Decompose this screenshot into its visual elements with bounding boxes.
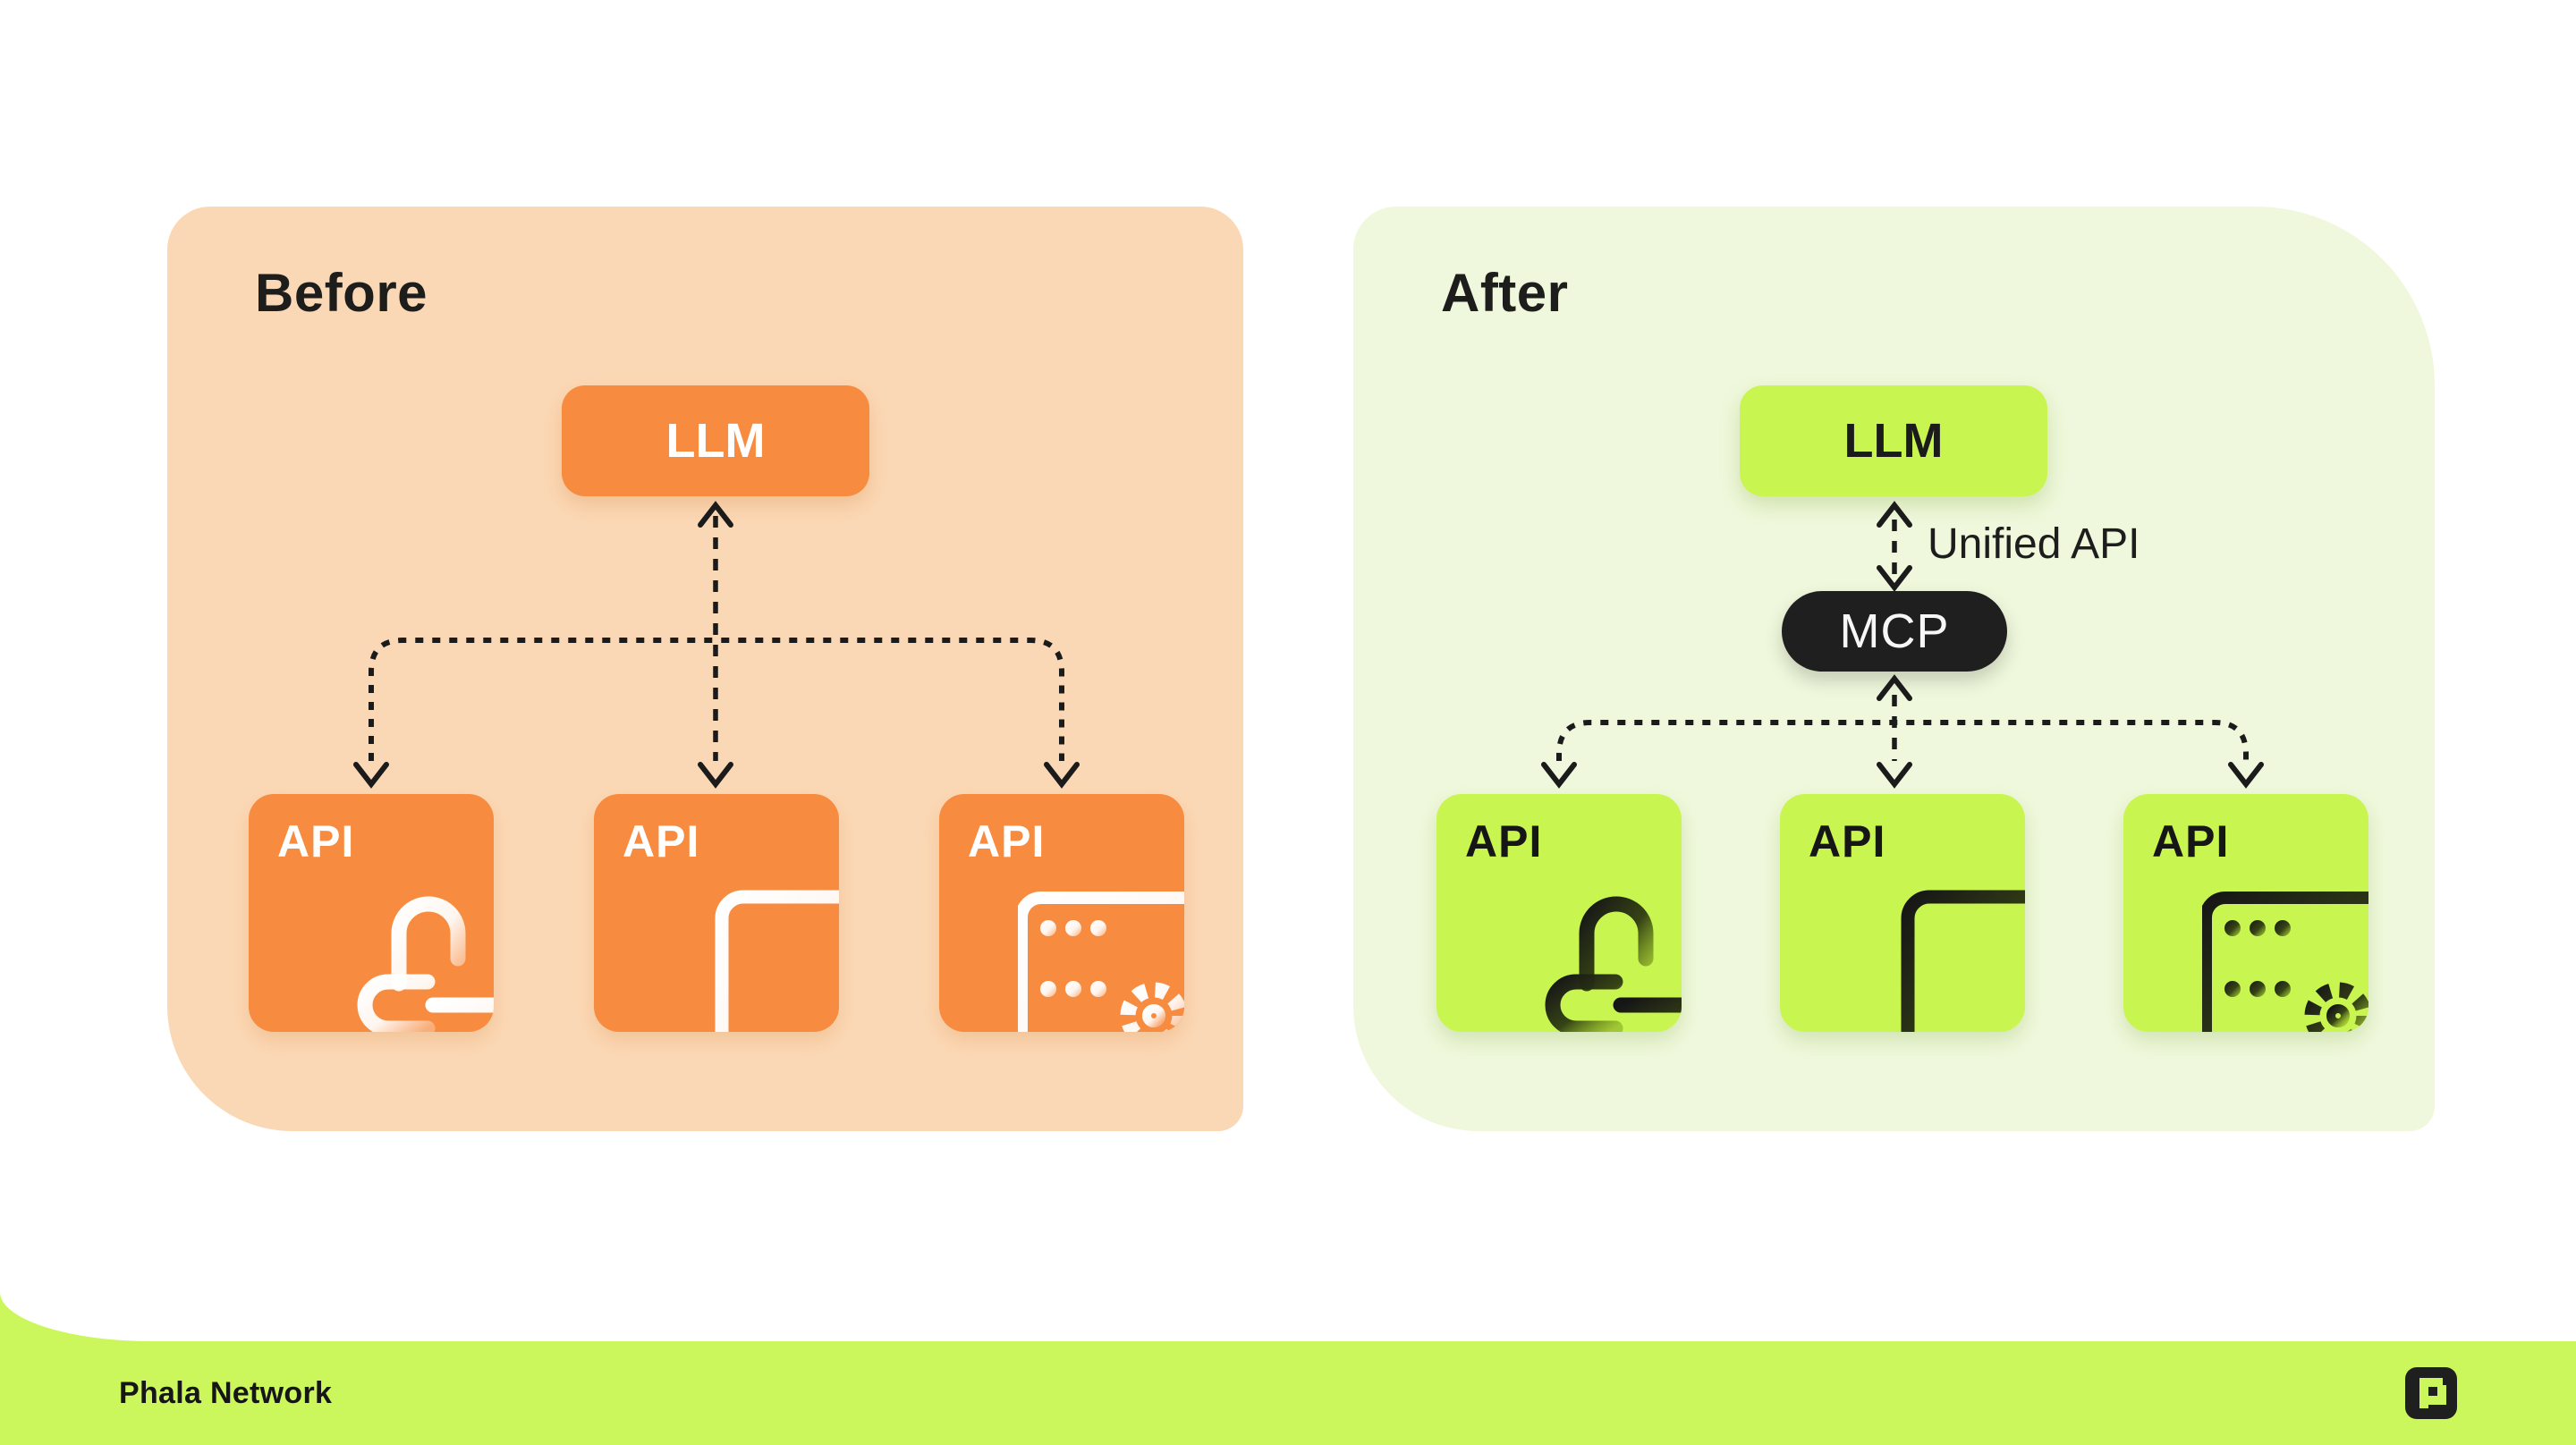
after-api-node-1: API [1436,794,1682,1032]
after-api-node-2: API [1780,794,2025,1032]
document-icon [1901,890,2025,1032]
brand-name: Phala Network [119,1375,333,1410]
unified-api-label: Unified API [1928,520,2140,568]
before-llm-label: LLM [665,414,766,468]
phala-logo-icon [2405,1367,2457,1419]
after-title: After [1441,263,1569,323]
before-panel: Before LLM API [167,207,1243,1131]
before-llm-node: LLM [562,385,869,496]
after-panel: After LLM Unified API MCP API [1353,207,2435,1131]
after-llm-node: LLM [1740,385,2047,496]
before-api-node-1: API [249,794,494,1032]
before-api-label-3: API [968,816,1046,866]
footer-bar: Phala Network [0,1292,2576,1445]
after-api-label-3: API [2152,816,2230,866]
before-api-label-2: API [623,816,700,866]
link-icon [1545,896,1682,1032]
document-icon [715,890,839,1032]
link-icon [357,896,494,1032]
after-api-label-1: API [1465,816,1543,866]
footer-curve [0,1292,2576,1341]
server-icon [2202,892,2368,1032]
after-api-label-2: API [1809,816,1886,866]
before-api-node-2: API [594,794,839,1032]
before-api-label-1: API [277,816,355,866]
before-title: Before [255,263,428,323]
mcp-node: MCP [1782,591,2007,672]
server-icon [1018,892,1184,1032]
after-api-node-3: API [2123,794,2368,1032]
mcp-label: MCP [1839,604,1950,658]
after-llm-label: LLM [1843,414,1944,468]
before-api-node-3: API [939,794,1184,1032]
